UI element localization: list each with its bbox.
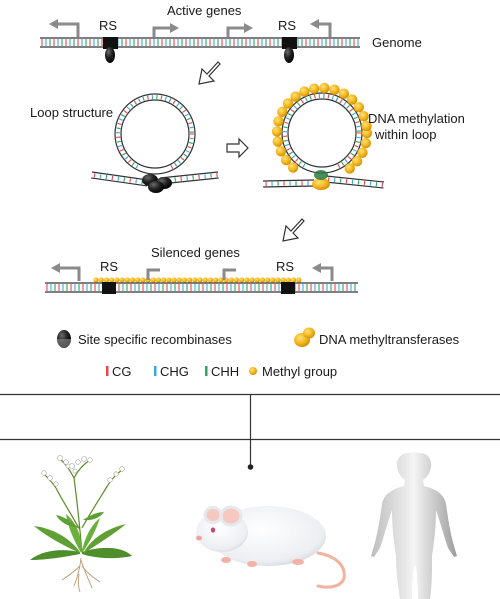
rs-label-left: RS [99, 18, 117, 33]
rs-label-right: RS [278, 18, 296, 33]
site-specific-recombinase [284, 47, 294, 63]
process-arrow-down [198, 61, 221, 85]
gene-arrow-right [222, 268, 236, 280]
rs-label-left: RS [100, 259, 118, 274]
site-specific-recombinase [105, 47, 115, 63]
dna-methyltransferase-icon [294, 327, 315, 347]
rs-site-left [102, 282, 116, 294]
methyl-groups-on-strand [93, 277, 302, 283]
loop-structure-panel: Loop structure [30, 93, 219, 193]
gene-arrow-right [152, 26, 170, 37]
plant-illustration [30, 455, 132, 593]
dna-methylation-label-line2: within loop [374, 127, 436, 142]
gene-arrow-left-head [310, 19, 319, 29]
gene-arrow-right [146, 268, 160, 280]
mouse-illustration [196, 505, 346, 589]
methyl-group-icon [249, 367, 257, 375]
site-specific-recombinase-icon [57, 330, 71, 348]
human-illustration [371, 452, 457, 599]
site-specific-recombinase [314, 170, 328, 180]
gene-arrow-left [321, 266, 334, 281]
process-arrow-right [226, 137, 249, 159]
legend-recombinases-label: Site specific recombinases [78, 332, 232, 347]
gene-arrow-left [58, 22, 80, 37]
gene-arrow-left [319, 22, 332, 37]
genome-label: Genome [372, 35, 422, 50]
cg-icon [106, 366, 109, 376]
active-genes-label: Active genes [167, 3, 242, 18]
legend: Site specific recombinases DNA methyltra… [57, 327, 460, 379]
gene-arrow-left-head [312, 263, 321, 273]
gene-arrow-left-head [49, 19, 58, 29]
legend-chg-label: CHG [160, 364, 189, 379]
rs-label-right: RS [276, 259, 294, 274]
rs-site-right [281, 282, 295, 294]
process-arrow-down [282, 218, 305, 242]
gene-arrow-right-head [170, 23, 179, 33]
legend-cg-label: CG [112, 364, 132, 379]
dna-methyltransferases-on-loop [271, 82, 373, 174]
gene-arrow-right [226, 26, 244, 37]
rs-site-right [282, 37, 297, 49]
chh-icon [205, 366, 208, 376]
legend-methyltransferases-label: DNA methyltransferases [319, 332, 460, 347]
genome-active-panel: RS RS Active genes Genome [40, 3, 422, 63]
dna-methylation-label-line1: DNA methylation [368, 111, 465, 126]
site-specific-recombinase [148, 181, 164, 193]
rs-site-left [103, 37, 118, 49]
gene-arrow-left [60, 266, 81, 281]
genome-dna-strand [40, 37, 360, 48]
silenced-dna-strand [45, 282, 358, 293]
legend-chh-label: CHH [211, 364, 239, 379]
connector-dot [247, 464, 254, 470]
gene-arrow-right-head [244, 23, 253, 33]
methylated-loop-panel: DNA methylation within loop [262, 82, 468, 190]
legend-methyl-group-label: Methyl group [262, 364, 337, 379]
dna-methylation-label: DNA methylation within loop [368, 111, 468, 142]
dna-methyltransferase [312, 178, 330, 190]
dna-loop [91, 93, 219, 187]
chg-icon [154, 366, 157, 376]
silenced-genes-label: Silenced genes [151, 245, 240, 260]
loop-structure-label: Loop structure [30, 105, 113, 120]
gene-arrow-left-head [51, 263, 60, 273]
genome-silenced-panel: RS RS Silenced genes [45, 245, 358, 294]
